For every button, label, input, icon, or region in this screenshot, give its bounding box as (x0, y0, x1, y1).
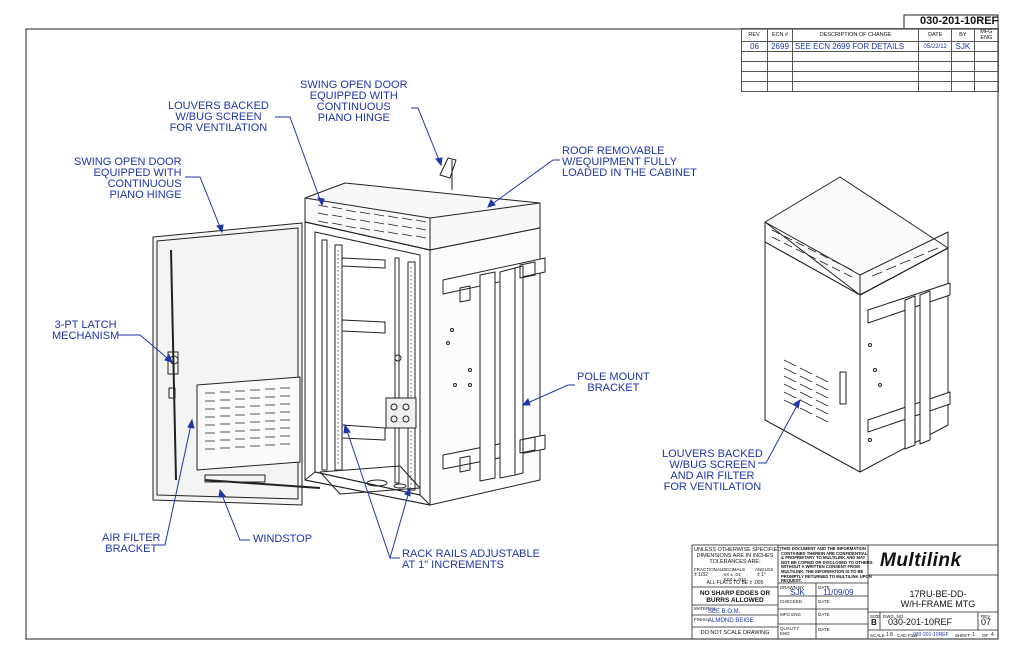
drawn-by-value: SJK (790, 588, 805, 597)
material-value: SEE B.O.M. (708, 609, 741, 615)
leader-lines (118, 107, 801, 559)
finish-value: ALMOND BEIGE (708, 618, 754, 624)
checked-date-label: DATE (818, 599, 830, 604)
main-cabinet-view (152, 157, 546, 506)
material-label: MATERIAL (694, 606, 717, 611)
no-sharp-edges-note: NO SHARP EDGES OR BURRS ALLOWED (699, 590, 771, 604)
mfg-eng-date-label: DATE (818, 612, 830, 617)
cabinet-body (304, 157, 546, 506)
callout-pole-mount-bracket: POLE MOUNT BRACKET (577, 371, 650, 394)
checked-label: CHECKED (780, 599, 803, 604)
drawing-title: 17RU-BE-DD- W/H-FRAME MTG (900, 589, 976, 609)
scale-value: 1:8 (886, 632, 893, 638)
angles-label: ANGLES (755, 567, 774, 572)
revision-table: REV. ECN # DESCRIPTION OF CHANGE DATE BY… (740, 28, 1000, 92)
date-drawn-value: 11/09/09 (823, 588, 854, 597)
decimals-label: DECIMALS (722, 567, 746, 572)
callout-swing-door-top: SWING OPEN DOOR EQUIPPED WITH CONTINUOUS… (300, 79, 408, 124)
cad-file-value: 030-201-10REF (913, 632, 949, 638)
desc-col-header: DESCRIPTION OF CHANGE (791, 28, 920, 42)
document-number: 030-201-10REF (920, 15, 999, 27)
do-not-scale-note: DO NOT SCALE DRAWING (700, 630, 770, 636)
date-value: 05/22/12 (918, 41, 952, 52)
desc-value: SEE ECN 2699 FOR DETAILS (791, 41, 920, 52)
sheet-value: 1 (972, 632, 975, 638)
fractional-label: FRACTIONAL (694, 567, 723, 572)
rev-value: 06 (740, 41, 769, 52)
dwg-no-label: DWG. NO. (883, 614, 905, 619)
callout-louvers-bug-screen: LOUVERS BACKED W/BUG SCREEN FOR VENTILAT… (168, 100, 269, 134)
angles-value: ± 1° (757, 572, 766, 578)
title-block-grid (691, 544, 999, 640)
revision-row: 06 2699 SEE ECN 2699 FOR DETAILS 05/22/1… (740, 41, 1000, 52)
quality-date-label: DATE (818, 627, 830, 632)
sheet-label: SHEET (955, 633, 971, 638)
finish-label: FINISH (694, 617, 709, 622)
decimals-value: .XX ± .01 .XXX ± .010 (722, 572, 746, 582)
open-door (152, 222, 321, 506)
mfg-col-header: MFG ENG (973, 28, 1000, 42)
callout-air-filter-bracket: AIR FILTER BRACKET (102, 532, 161, 555)
of-label: OF (982, 633, 989, 638)
ecn-col-header: ECN # (767, 28, 793, 42)
rev-label: REV (981, 614, 991, 619)
callout-louvers-air-filter: LOUVERS BACKED W/BUG SCREEN AND AIR FILT… (662, 448, 763, 493)
cad-file-label: CAD FILE (897, 633, 918, 638)
scale-label: SCALE (870, 633, 885, 638)
date-label: DATE (818, 585, 830, 590)
callout-latch-mechanism: 3-PT LATCH MECHANISM (52, 319, 120, 342)
date-col-header: DATE (918, 28, 952, 42)
by-value: SJK (950, 41, 975, 52)
size-value: B (871, 618, 877, 627)
rev-col-header: REV. (740, 28, 769, 42)
drawn-by-label: DRAWN BY (780, 585, 805, 590)
tolerances-note: UNLESS OTHERWISE SPECIFIED DIMENSIONS AR… (694, 547, 782, 565)
flats-note: ALL FLATS TO BE ± .005 (706, 580, 764, 586)
closed-cabinet-view (764, 176, 951, 473)
dwg-no-value: 030-201-10REF (888, 617, 953, 627)
mfg-eng-label: MFG ENG (780, 612, 801, 617)
callout-windstop: WINDSTOP (253, 533, 313, 545)
of-value: 4 (991, 632, 994, 638)
multilink-logo: Multilink (880, 550, 962, 571)
by-col-header: BY (950, 28, 975, 42)
size-label: SIZE (870, 614, 881, 619)
callout-roof-removable: ROOF REMOVABLE W/EQUIPMENT FULLY LOADED … (562, 145, 697, 179)
callout-rack-rails: RACK RAILS ADJUSTABLE AT 1" INCREMENTS (402, 548, 540, 571)
fractional-value: ± 1/32 (694, 572, 708, 578)
confidential-notice: THIS DOCUMENT AND THE INFORMATION CONTAI… (781, 546, 873, 584)
mfg-value (973, 41, 1000, 52)
sheet-border (25, 28, 999, 640)
callout-swing-door-left: SWING OPEN DOOR EQUIPPED WITH CONTINUOUS… (74, 156, 182, 201)
rev-current-value: 07 (981, 617, 992, 627)
quality-eng-label: QUALITY ENG (780, 626, 800, 636)
ecn-value: 2699 (767, 41, 793, 52)
